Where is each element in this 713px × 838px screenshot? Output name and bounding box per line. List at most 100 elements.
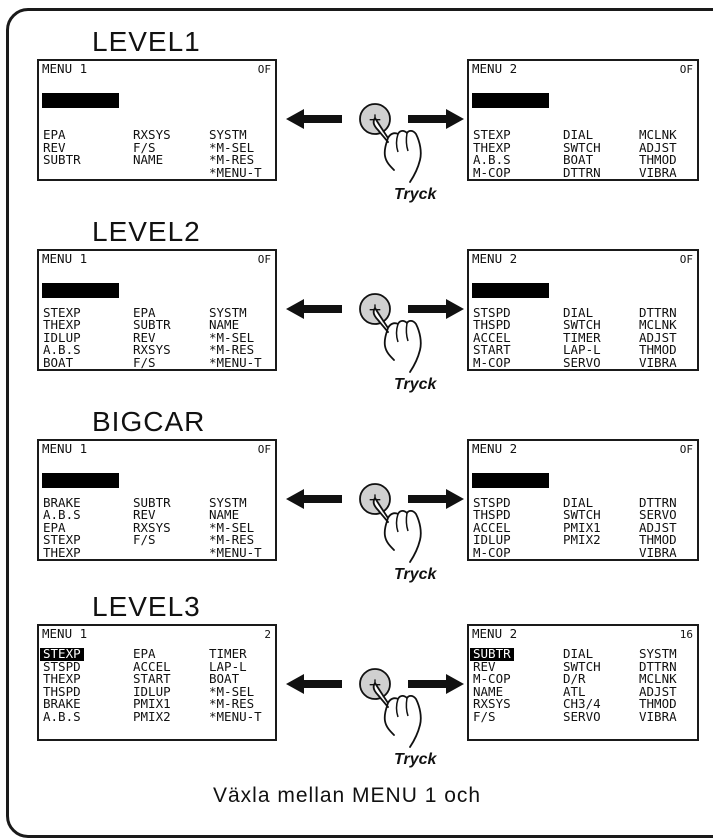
- menu-item[interactable]: THMOD: [639, 152, 677, 167]
- menu-item[interactable]: M-COP: [473, 544, 511, 560]
- menu-item[interactable]: MCLNK: [639, 317, 677, 332]
- menu-item[interactable]: SUBTR: [133, 494, 171, 510]
- menu-item[interactable]: EPA: [133, 304, 156, 320]
- plus-button-icon[interactable]: +: [338, 96, 448, 196]
- menu-item[interactable]: PMIX2: [563, 532, 601, 547]
- menu-item[interactable]: ACCEL: [133, 658, 171, 674]
- menu-item[interactable]: RXSYS: [133, 519, 171, 535]
- menu-item[interactable]: EPA: [43, 127, 66, 142]
- menu-item[interactable]: BRAKE: [43, 696, 81, 711]
- menu-item[interactable]: THSPD: [473, 507, 511, 522]
- menu-item[interactable]: [563, 547, 639, 560]
- menu-item[interactable]: SUBTR: [133, 317, 171, 332]
- menu-item[interactable]: CH3/4: [563, 696, 601, 711]
- menu-item[interactable]: STEXP: [40, 647, 84, 661]
- menu-item[interactable]: SYSTM: [639, 646, 677, 661]
- menu-item[interactable]: LAP-L: [563, 342, 601, 357]
- menu-item[interactable]: *MENU-T: [209, 164, 262, 180]
- menu-item[interactable]: [133, 547, 209, 560]
- menu-item[interactable]: DIAL: [563, 127, 594, 142]
- menu-item[interactable]: DTTRN: [639, 658, 677, 674]
- menu-item[interactable]: THEXP: [43, 671, 81, 686]
- menu-item[interactable]: REV: [133, 507, 156, 522]
- menu-item[interactable]: F/S: [133, 532, 156, 547]
- menu-item[interactable]: SYSTM: [209, 127, 247, 142]
- menu-item[interactable]: TIMER: [563, 329, 601, 345]
- menu-item[interactable]: EPA: [133, 646, 156, 661]
- menu-item[interactable]: [133, 167, 209, 180]
- menu-item[interactable]: IDLUP: [43, 329, 81, 345]
- menu-item[interactable]: SWTCH: [563, 317, 601, 332]
- menu-item[interactable]: ATL: [563, 683, 586, 699]
- menu-item[interactable]: *MENU-T: [209, 354, 262, 370]
- menu-item[interactable]: NAME: [209, 317, 240, 332]
- menu-item[interactable]: SERVO: [563, 708, 601, 724]
- menu-item[interactable]: BRAKE: [43, 494, 81, 510]
- menu-item[interactable]: START: [473, 342, 511, 357]
- plus-button-icon[interactable]: +: [338, 661, 448, 761]
- menu-item[interactable]: PMIX1: [563, 519, 601, 535]
- menu-item[interactable]: START: [133, 671, 171, 686]
- menu-item[interactable]: ACCEL: [473, 329, 511, 345]
- menu-item[interactable]: ADJST: [639, 519, 677, 535]
- menu-item[interactable]: STSPD: [473, 494, 511, 510]
- menu-item[interactable]: DIAL: [563, 646, 594, 661]
- menu-item[interactable]: DTTRN: [639, 304, 677, 320]
- menu-item[interactable]: SUBTR: [43, 152, 81, 167]
- menu-item[interactable]: ADJST: [639, 329, 677, 345]
- menu-item[interactable]: REV: [43, 139, 66, 155]
- menu-item[interactable]: [43, 167, 133, 180]
- menu-item[interactable]: THEXP: [43, 544, 81, 560]
- menu-item[interactable]: ADJST: [639, 683, 677, 699]
- menu-item[interactable]: NAME: [473, 683, 504, 699]
- menu-item[interactable]: IDLUP: [133, 683, 171, 699]
- menu-item[interactable]: RXSYS: [473, 696, 511, 711]
- menu-item[interactable]: *MENU-T: [209, 708, 262, 724]
- menu-item[interactable]: DIAL: [563, 304, 594, 320]
- menu-item[interactable]: SWTCH: [563, 507, 601, 522]
- menu-item[interactable]: STEXP: [43, 304, 81, 320]
- menu-item[interactable]: *M-RES: [209, 532, 255, 547]
- menu-item[interactable]: *M-RES: [209, 696, 255, 711]
- menu-item[interactable]: SUBTR: [470, 647, 514, 661]
- menu-item[interactable]: BOAT: [209, 671, 240, 686]
- menu-item[interactable]: ADJST: [639, 139, 677, 155]
- menu-item[interactable]: M-COP: [473, 354, 511, 370]
- menu-item[interactable]: SWTCH: [563, 139, 601, 155]
- menu-item[interactable]: A.B.S: [43, 708, 81, 724]
- menu-item[interactable]: *M-RES: [209, 342, 255, 357]
- menu-item[interactable]: A.B.S: [43, 342, 81, 357]
- menu-item[interactable]: PMIX2: [133, 708, 171, 724]
- menu-item[interactable]: RXSYS: [133, 342, 171, 357]
- menu-item[interactable]: D/R: [563, 671, 586, 686]
- menu-item[interactable]: M-COP: [473, 164, 511, 180]
- menu-item[interactable]: STEXP: [473, 127, 511, 142]
- menu-item[interactable]: SYSTM: [209, 494, 247, 510]
- menu-item[interactable]: *M-SEL: [209, 683, 255, 699]
- menu-item[interactable]: LAP-L: [209, 658, 247, 674]
- menu-item[interactable]: *M-RES: [209, 152, 255, 167]
- menu-item[interactable]: SYSTM: [209, 304, 247, 320]
- menu-item[interactable]: VIBRA: [639, 544, 677, 560]
- menu-item[interactable]: *M-SEL: [209, 519, 255, 535]
- menu-item[interactable]: STEXP: [43, 532, 81, 547]
- menu-item[interactable]: NAME: [133, 152, 164, 167]
- menu-item[interactable]: *M-SEL: [209, 329, 255, 345]
- menu-item[interactable]: SERVO: [639, 507, 677, 522]
- plus-button-icon[interactable]: +: [338, 286, 448, 386]
- menu-item[interactable]: F/S: [473, 708, 496, 724]
- menu-item[interactable]: PMIX1: [133, 696, 171, 711]
- menu-item[interactable]: ACCEL: [473, 519, 511, 535]
- menu-item[interactable]: F/S: [133, 354, 156, 370]
- menu-item[interactable]: VIBRA: [639, 164, 677, 180]
- menu-item[interactable]: M-COP: [473, 671, 511, 686]
- menu-item[interactable]: THEXP: [473, 139, 511, 155]
- menu-item[interactable]: BOAT: [43, 354, 74, 370]
- menu-item[interactable]: THEXP: [43, 317, 81, 332]
- menu-item[interactable]: DTTRN: [639, 494, 677, 510]
- menu-item[interactable]: IDLUP: [473, 532, 511, 547]
- menu-item[interactable]: DTTRN: [563, 164, 601, 180]
- menu-item[interactable]: REV: [133, 329, 156, 345]
- menu-item[interactable]: NAME: [209, 507, 240, 522]
- menu-item[interactable]: THSPD: [43, 683, 81, 699]
